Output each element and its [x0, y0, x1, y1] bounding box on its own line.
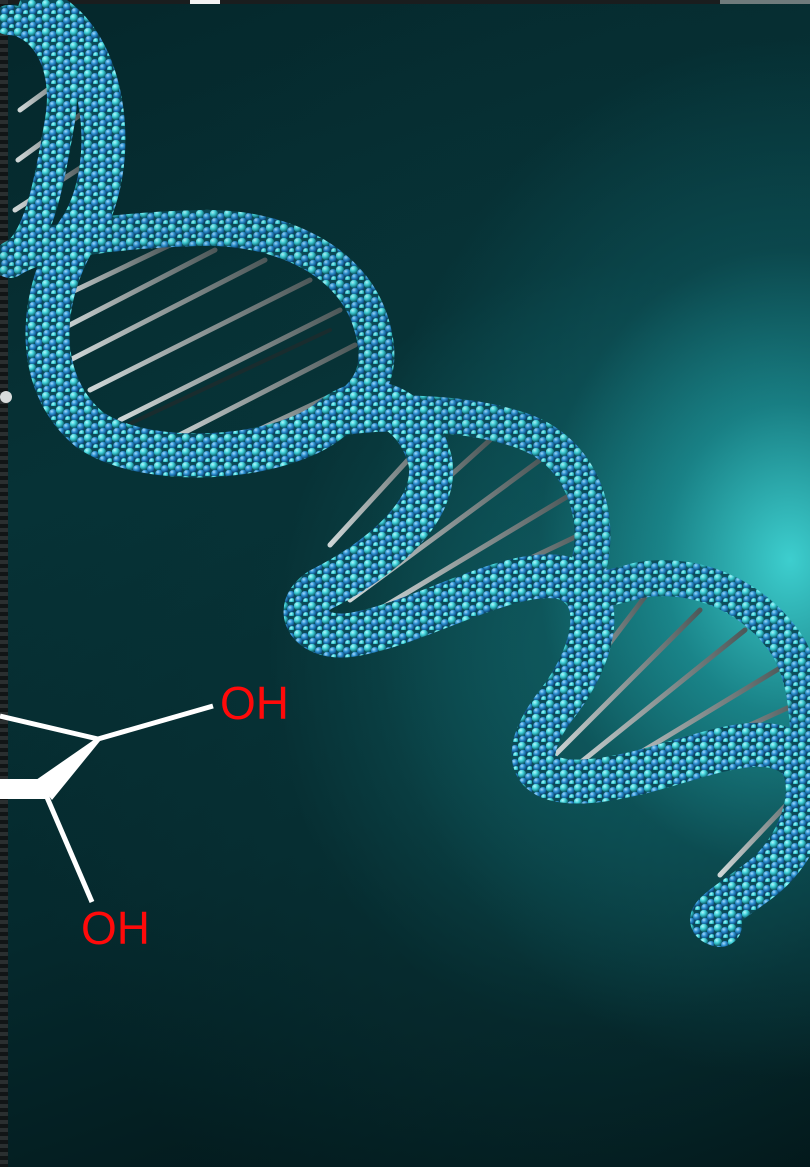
chemical-bonds [0, 703, 214, 903]
left-edge-strip [0, 0, 8, 1167]
edge-fragment [0, 391, 12, 403]
hydroxyl-label-bottom: OH [81, 902, 150, 954]
top-edge-grey-chip [720, 0, 810, 4]
helix-strand-back [0, 209, 810, 758]
top-edge-white-chip [190, 0, 220, 4]
helix-strand-front [18, 0, 810, 947]
hydroxyl-label-top: OH [220, 677, 289, 729]
top-edge-strip [0, 0, 810, 4]
